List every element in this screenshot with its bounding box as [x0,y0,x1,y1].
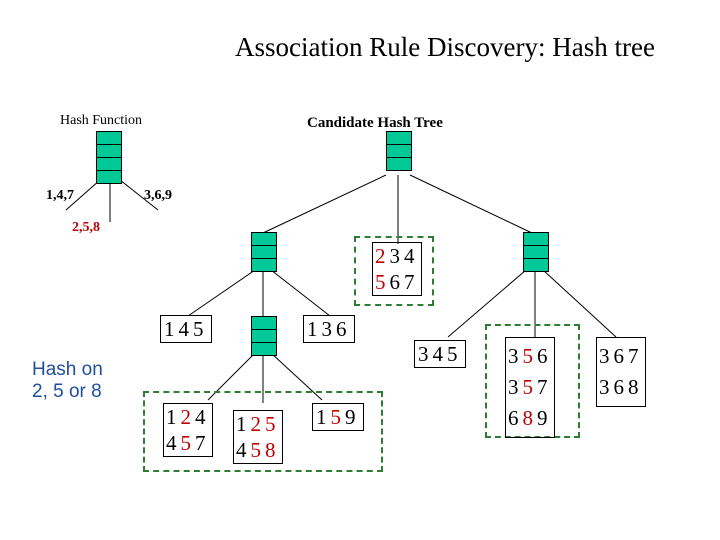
leaf-367-368: 367 368 [596,337,646,407]
itemset-356: 356 [508,344,552,368]
branch-label-258: 2,5,8 [72,220,100,235]
hash-on-label: Hash on 2, 5 or 8 [32,359,103,403]
itemset-234: 234 [375,244,419,268]
itemset-458: 458 [236,438,280,462]
itemset-567: 567 [375,270,419,294]
leaf-345: 345 [414,340,466,368]
hash-on-line1: Hash on [32,359,103,380]
hash-function-node [96,131,122,184]
leaf-356-357-689: 356 357 689 [505,337,555,438]
page-title: Association Rule Discovery: Hash tree [235,32,655,62]
hash-on-line2: 2, 5 or 8 [32,381,102,402]
leaf-124-457: 124 457 [163,403,213,457]
itemset-125: 125 [236,412,280,436]
highlight-box-bottom [143,391,383,472]
node-369-branch [523,232,549,272]
branch-label-369: 3,6,9 [144,188,172,203]
leaf-159: 159 [312,403,364,431]
highlight-box-middle [354,236,434,306]
branch-label-147: 1,4,7 [46,188,74,203]
itemset-457: 457 [166,431,210,455]
leaf-125-458: 125 458 [233,410,283,464]
leaf-136: 136 [303,315,355,343]
itemset-367: 367 [599,344,643,368]
root-node [386,131,412,171]
leaf-145: 145 [160,315,212,343]
itemset-124: 124 [166,405,210,429]
node-147-branch [251,232,277,272]
itemset-689: 689 [508,406,552,430]
itemset-368: 368 [599,375,643,399]
tree-label: Candidate Hash Tree [307,115,443,131]
node-level2 [251,316,277,356]
leaf-234-567: 234 567 [372,242,422,296]
hash-function-label: Hash Function [60,113,143,128]
itemset-357: 357 [508,375,552,399]
